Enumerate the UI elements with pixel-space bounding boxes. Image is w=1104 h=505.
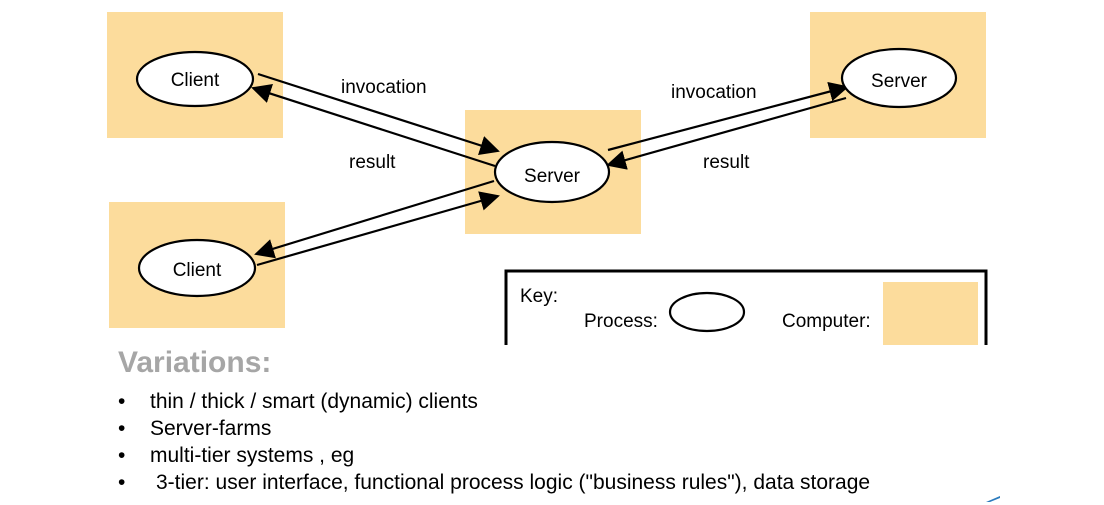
label-invocation-right: invocation: [671, 82, 757, 103]
bullet-icon: •: [118, 390, 126, 413]
bullet-icon: •: [118, 444, 126, 467]
client-server-diagram: Client Client Server Server invocation r…: [107, 12, 988, 345]
bullet-icon: •: [118, 471, 126, 494]
result-arrow-client-bottom: [256, 191, 500, 267]
key-computer-swatch: [883, 282, 978, 345]
label-client-top: Client: [171, 70, 220, 91]
process-server-middle: [493, 140, 611, 204]
process-client-bottom: [137, 238, 257, 298]
variations-list: •thin / thick / smart (dynamic) clients …: [118, 388, 870, 496]
label-server-middle: Server: [524, 166, 581, 187]
label-invocation-left: invocation: [341, 77, 427, 98]
list-item-text: multi-tier systems , eg: [150, 444, 355, 467]
label-result-left: result: [349, 152, 396, 173]
key-box: Key: Process: Computer:: [504, 269, 988, 345]
list-item-text: 3-tier: user interface, functional proce…: [156, 471, 871, 494]
list-item-text: Server-farms: [150, 417, 272, 440]
process-client-top: [135, 50, 255, 108]
list-item: • 3-tier: user interface, functional proc…: [118, 469, 870, 496]
label-server-right: Server: [871, 71, 928, 92]
list-item: • multi-tier systems , eg: [118, 442, 870, 469]
bullet-icon: •: [118, 417, 126, 440]
key-process-label: Process:: [584, 311, 658, 332]
corner-logo-icon: [986, 496, 1000, 502]
list-item-text: thin / thick / smart (dynamic) clients: [150, 390, 478, 413]
key-computer-label: Computer:: [782, 311, 871, 332]
list-item: • thin / thick / smart (dynamic) clients: [118, 388, 870, 415]
invocation-arrow-server-right: [607, 81, 849, 152]
key-title: Key:: [520, 286, 558, 307]
label-result-right: result: [703, 152, 750, 173]
invocation-arrow-client-top: [257, 72, 500, 155]
result-arrow-server-right: [606, 96, 847, 170]
label-client-bottom: Client: [173, 260, 222, 281]
invocation-arrow-client-bottom: [254, 179, 495, 259]
key-process-ellipse: [668, 291, 746, 333]
list-item: • Server-farms: [118, 415, 870, 442]
variations-heading: Variations:: [118, 346, 272, 379]
process-server-right: [840, 47, 958, 109]
result-arrow-client-top: [251, 84, 496, 168]
